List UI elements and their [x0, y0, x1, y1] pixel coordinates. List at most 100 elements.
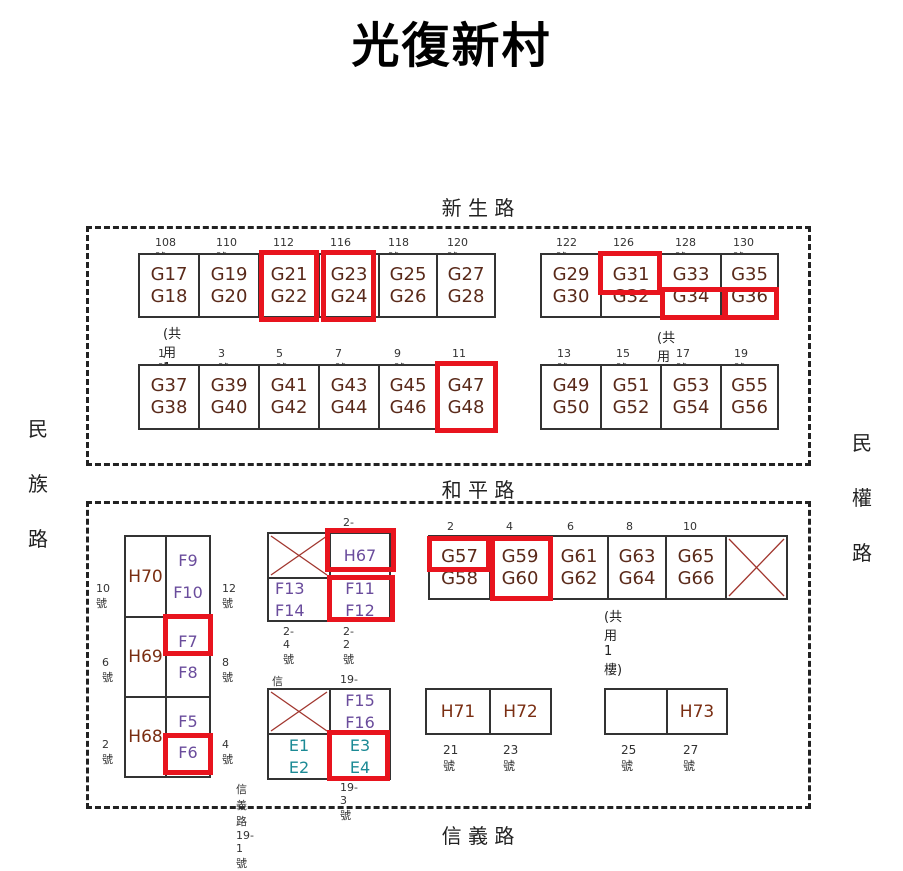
unit-label: F6 — [178, 743, 198, 762]
unit-empty[interactable] — [604, 688, 668, 735]
unit-label: F8 — [178, 663, 198, 682]
unit-label: G46 — [389, 397, 427, 418]
unit-label: F15 — [345, 690, 375, 710]
unit-label: F14 — [275, 600, 305, 620]
unit-label: G60 — [501, 567, 539, 589]
highlight-G59-G60 — [490, 536, 553, 601]
unit-label: G50 — [552, 397, 590, 418]
road-minzu-char: 族 — [28, 472, 48, 496]
shared-floor-note: (共用1樓) — [604, 610, 623, 678]
house-number: 2-2號 — [343, 625, 354, 666]
unit-label: G59 — [501, 545, 539, 567]
highlight-G57 — [427, 536, 491, 572]
unit-H72[interactable]: H72 — [489, 688, 552, 735]
unit-label: G31 — [612, 263, 650, 285]
unit-label: E2 — [288, 757, 310, 777]
road-minzu-char: 路 — [28, 527, 48, 551]
unit-label: G35 — [731, 263, 768, 285]
unit-label: G30 — [552, 285, 590, 307]
unit-H69[interactable]: H69 — [124, 616, 167, 698]
highlight-H67 — [325, 528, 396, 572]
unit-label: F13 — [275, 578, 305, 598]
unit-label: G53 — [672, 375, 710, 396]
unit-label: G49 — [552, 375, 590, 396]
house-number: 27號 — [683, 743, 699, 773]
house-number: 8號 — [222, 656, 233, 684]
highlight-G47-G48 — [435, 361, 498, 433]
unit-H73[interactable]: H73 — [666, 688, 728, 735]
house-number: 6號 — [102, 656, 113, 684]
unit-label: G61 — [560, 545, 598, 567]
unit-label: G28 — [447, 285, 485, 307]
unit-H70[interactable]: H70 — [124, 535, 167, 618]
house-number: 10號 — [96, 582, 110, 610]
unit-label: G45 — [389, 375, 427, 396]
highlight-G31 — [598, 251, 662, 295]
unit-label: F7 — [178, 632, 198, 651]
highlight-E3-E4 — [327, 730, 390, 781]
demolished-unit — [267, 532, 331, 579]
unit-label: G48 — [447, 397, 485, 418]
road-minquan-char: 路 — [852, 541, 872, 565]
unit-label: G47 — [447, 375, 485, 396]
unit-label: G19 — [210, 263, 248, 285]
unit-label: E4 — [349, 757, 371, 777]
unit-label: G29 — [552, 263, 590, 285]
road-minquan: 民 權 路 — [850, 416, 874, 581]
unit-label: H69 — [128, 647, 163, 667]
unit-label: G41 — [270, 375, 308, 396]
unit-label: F11 — [345, 578, 375, 598]
unit-label: H67 — [343, 546, 377, 565]
unit-label: G65 — [677, 545, 715, 567]
unit-label: G22 — [270, 285, 308, 307]
unit-label: G40 — [210, 397, 248, 418]
unit-label: G63 — [618, 545, 656, 567]
unit-label: G51 — [612, 375, 650, 396]
unit-label: G57 — [441, 545, 478, 567]
unit-label: F5 — [178, 712, 198, 731]
unit-label: G24 — [330, 285, 368, 307]
cross-mark-icon — [728, 538, 785, 597]
road-heping: 和 平 路 — [441, 478, 515, 502]
road-xinyi: 信 義 路 — [441, 824, 515, 848]
unit-label: G17 — [150, 263, 188, 285]
unit-label: G62 — [560, 567, 598, 589]
road-minquan-char: 民 — [852, 431, 872, 455]
house-number: 25號 — [621, 743, 637, 773]
highlight-F11-F12 — [327, 575, 395, 622]
house-number: 21號 — [443, 743, 459, 773]
house-number: 19-3號 — [340, 781, 358, 822]
highlight-G23-G24 — [321, 250, 376, 322]
unit-H68[interactable]: H68 — [124, 696, 167, 778]
unit-H71[interactable]: H71 — [425, 688, 491, 735]
cross-mark-icon — [270, 691, 328, 732]
house-number: 2-4號 — [283, 625, 294, 666]
unit-label: F16 — [345, 712, 375, 732]
unit-label: G43 — [330, 375, 368, 396]
